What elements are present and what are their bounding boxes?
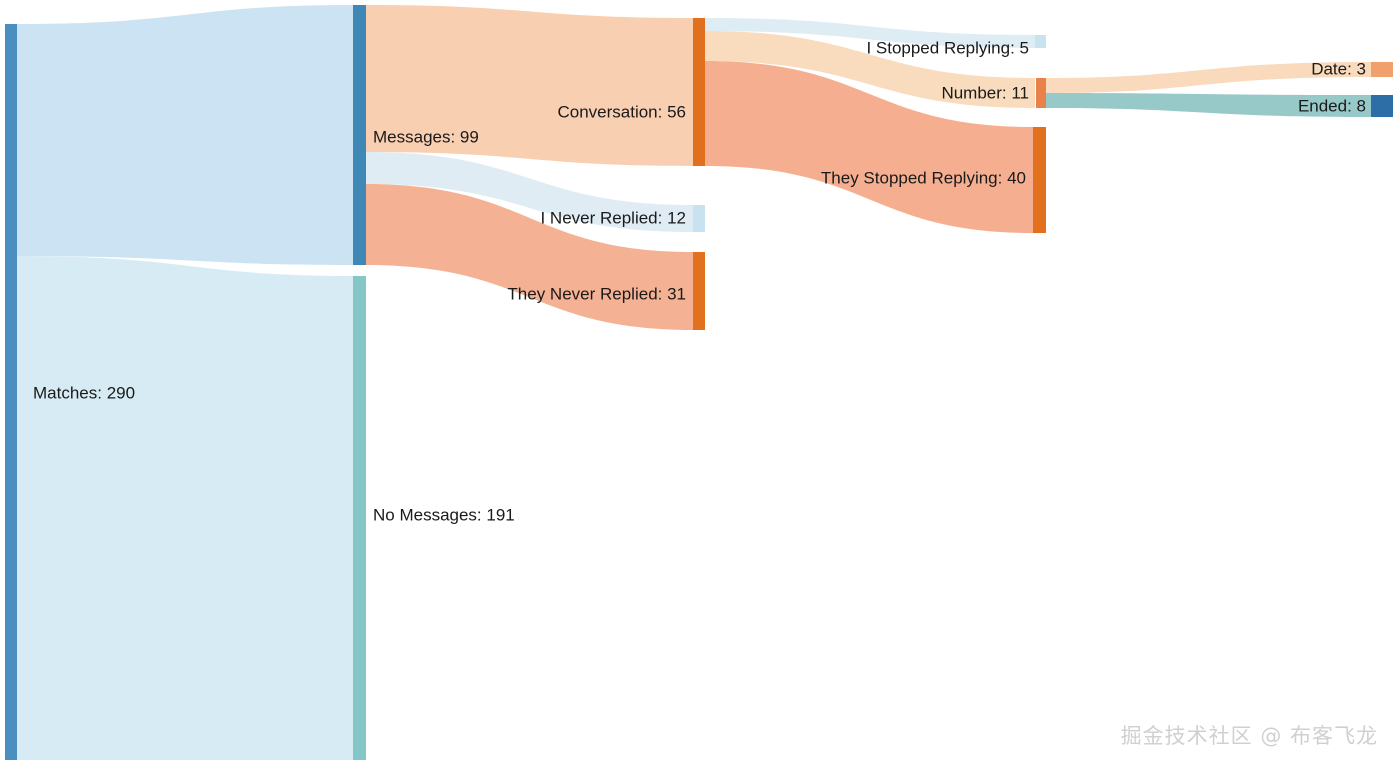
link-messages-to-conversation <box>366 5 693 166</box>
label-they-never-replied: They Never Replied: 31 <box>507 284 686 303</box>
label-they-stopped-replying: They Stopped Replying: 40 <box>821 168 1026 187</box>
link-matches-to-messages <box>17 5 353 265</box>
node-bar-i-never-replied[interactable] <box>693 205 705 232</box>
node-bar-date[interactable] <box>1371 62 1393 77</box>
label-i-stopped-replying: I Stopped Replying: 5 <box>866 38 1029 57</box>
node-bar-no-messages[interactable] <box>353 276 366 760</box>
link-conversation-to-they-stopped-replying <box>705 61 1033 233</box>
link-conversation-to-i-stopped-replying <box>705 18 1035 48</box>
node-bar-messages[interactable] <box>353 5 366 265</box>
label-no-messages: No Messages: 191 <box>373 505 515 524</box>
link-number-to-date <box>1046 62 1371 93</box>
link-conversation-to-number <box>705 31 1035 108</box>
node-layer <box>5 5 1393 760</box>
node-bar-number[interactable] <box>1036 78 1046 108</box>
link-layer <box>17 5 1371 760</box>
node-bar-matches[interactable] <box>5 24 17 760</box>
node-bar-they-stopped-replying[interactable] <box>1033 127 1046 233</box>
label-layer: Matches: 290 Messages: 99 No Messages: 1… <box>33 38 1366 524</box>
node-bar-i-stopped-replying[interactable] <box>1035 35 1046 48</box>
label-ended: Ended: 8 <box>1298 96 1366 115</box>
node-bar-they-never-replied[interactable] <box>693 252 705 330</box>
label-date: Date: 3 <box>1311 59 1366 78</box>
label-i-never-replied: I Never Replied: 12 <box>540 208 686 227</box>
link-messages-to-i-never-replied <box>366 152 693 232</box>
label-number: Number: 11 <box>941 83 1029 102</box>
label-conversation: Conversation: 56 <box>557 102 686 121</box>
link-number-to-ended <box>1046 93 1371 117</box>
label-matches: Matches: 290 <box>33 383 135 402</box>
link-messages-to-they-never-replied <box>366 184 693 330</box>
label-messages: Messages: 99 <box>373 127 479 146</box>
node-bar-conversation[interactable] <box>693 18 705 166</box>
watermark: 掘金技术社区 @ 布客飞龙 <box>1120 724 1378 748</box>
node-bar-ended[interactable] <box>1371 95 1393 117</box>
link-matches-to-no-messages <box>17 256 353 760</box>
